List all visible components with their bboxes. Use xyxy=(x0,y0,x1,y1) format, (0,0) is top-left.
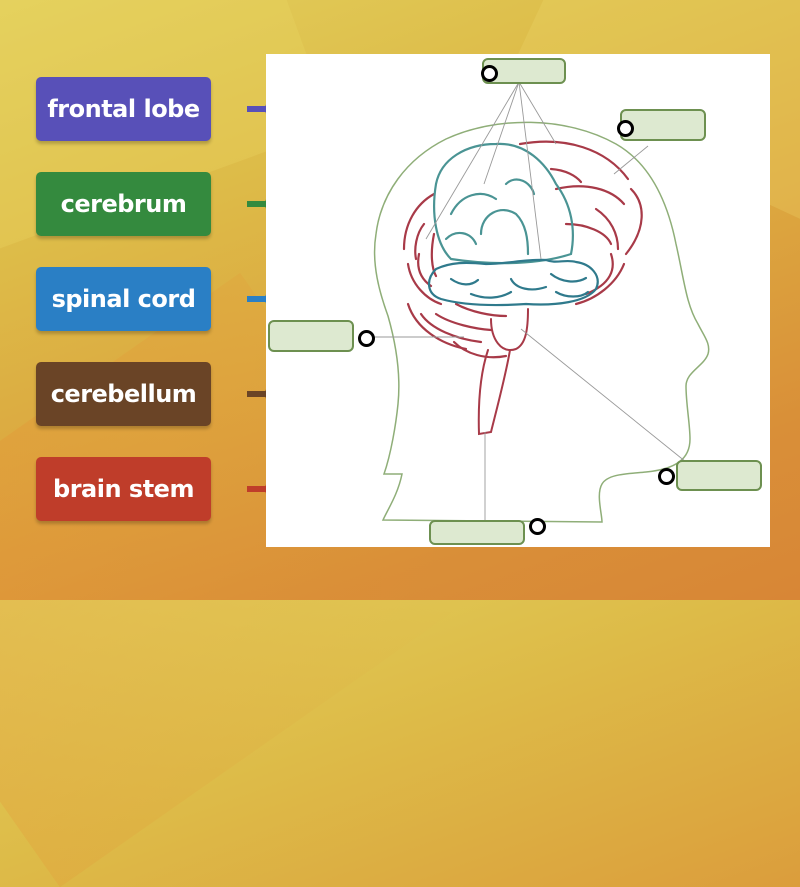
brain-diagram-panel xyxy=(266,54,770,547)
label-tile-cerebellum[interactable]: cerebellum xyxy=(36,362,287,426)
connector-line xyxy=(247,296,269,302)
connector-line xyxy=(247,486,269,492)
drop-zone-left[interactable] xyxy=(268,320,354,352)
drop-zone-lower-right[interactable] xyxy=(676,460,762,491)
label-tile-cerebrum[interactable]: cerebrum xyxy=(36,172,287,236)
drop-zone-upper-right[interactable] xyxy=(620,109,706,141)
drop-ring-icon[interactable] xyxy=(617,120,634,137)
drop-ring-icon[interactable] xyxy=(481,65,498,82)
drop-zone-bottom[interactable] xyxy=(429,520,525,545)
label-text: cerebellum xyxy=(50,380,197,408)
label-tile-spinal-cord[interactable]: spinal cord xyxy=(36,267,287,331)
label-tile-brain-stem[interactable]: brain stem xyxy=(36,457,287,521)
connector-line xyxy=(247,391,269,397)
drop-ring-icon[interactable] xyxy=(529,518,546,535)
connector-line xyxy=(247,106,269,112)
head-brain-illustration xyxy=(367,81,710,523)
label-text: brain stem xyxy=(53,475,194,503)
drop-ring-icon[interactable] xyxy=(358,330,375,347)
drop-ring-icon[interactable] xyxy=(658,468,675,485)
label-tile-frontal-lobe[interactable]: frontal lobe xyxy=(36,77,287,141)
label-text: spinal cord xyxy=(51,285,196,313)
label-text: cerebrum xyxy=(60,190,187,218)
label-text: frontal lobe xyxy=(47,95,200,123)
connector-line xyxy=(247,201,269,207)
